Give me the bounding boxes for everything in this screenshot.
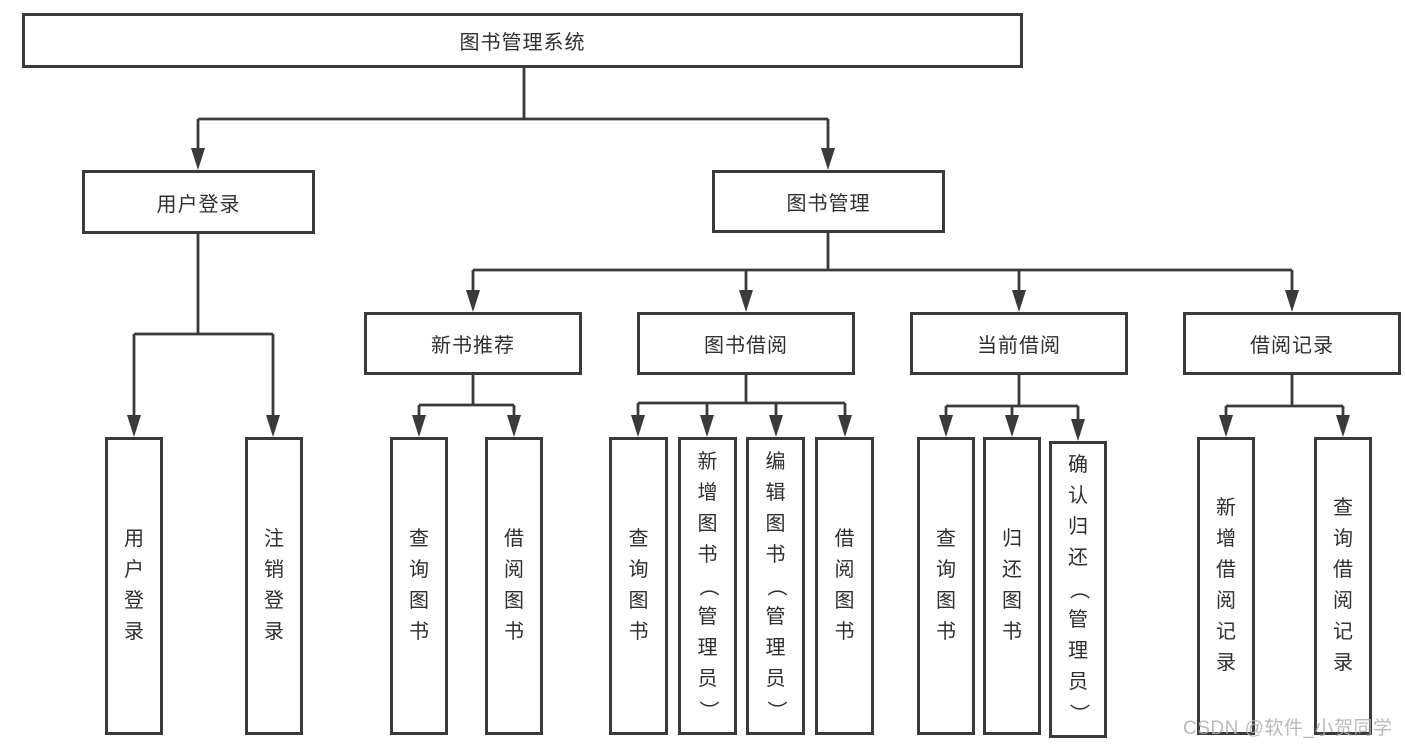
leaf-query-books-2: 查询图书: [609, 437, 668, 735]
node-label: 新书推荐: [431, 335, 515, 357]
node-label: 图书管理系统: [459, 32, 586, 54]
leaf-query-borrow-record: 查询借阅记录: [1314, 437, 1372, 735]
leaf-query-books-3: 查询图书: [917, 437, 975, 735]
node-borrow-records: 借阅记录: [1183, 312, 1401, 375]
node-user-login: 用户登录: [82, 170, 315, 234]
node-label: 借阅记录: [1250, 335, 1334, 357]
leaf-edit-books-admin: 编辑图书（管理员）: [746, 437, 805, 735]
leaf-return-books: 归还图书: [983, 437, 1041, 735]
leaf-add-borrow-record: 新增借阅记录: [1197, 437, 1255, 735]
watermark: CSDN @软件_小贺同学: [1183, 718, 1393, 739]
node-label: 图书借阅: [704, 335, 788, 357]
node-library-management-system: 图书管理系统: [22, 13, 1023, 68]
node-label: 当前借阅: [977, 335, 1061, 357]
leaf-add-books-admin: 新增图书（管理员）: [678, 437, 737, 735]
leaf-borrow-books: 借阅图书: [485, 437, 543, 735]
leaf-user-login: 用户登录: [105, 437, 163, 735]
leaf-borrow-books-2: 借阅图书: [815, 437, 874, 735]
leaf-confirm-return-admin: 确认归还（管理员）: [1049, 441, 1107, 738]
leaf-query-books: 查询图书: [390, 437, 448, 735]
node-new-book-recommend: 新书推荐: [364, 312, 582, 375]
node-label: 用户登录: [156, 193, 241, 216]
arrowheads: [127, 148, 1350, 441]
node-book-management: 图书管理: [712, 170, 945, 233]
node-current-borrow: 当前借阅: [910, 312, 1128, 375]
node-book-borrow: 图书借阅: [637, 312, 855, 375]
leaf-logout: 注销登录: [245, 437, 303, 735]
node-label: 图书管理: [786, 193, 871, 215]
